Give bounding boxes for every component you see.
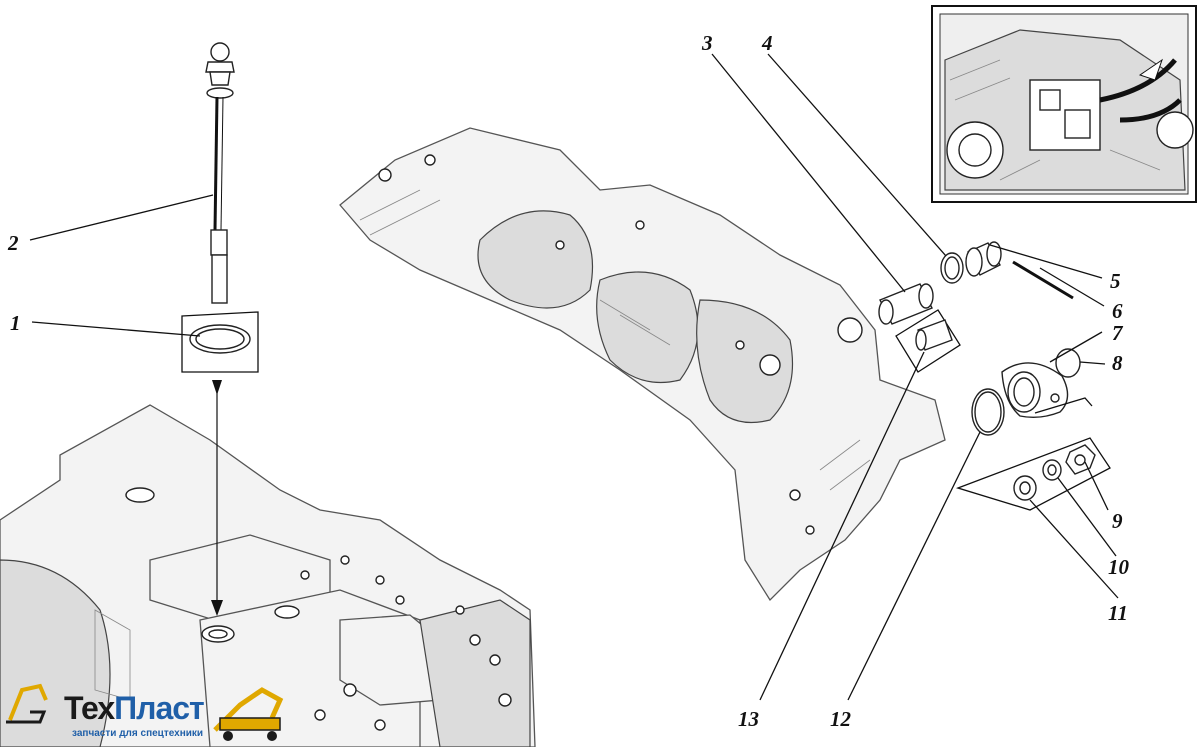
flange — [1001, 362, 1069, 419]
logo-name-part1: Тех — [64, 690, 115, 726]
threaded-fitting — [965, 241, 1002, 277]
excavator-logo-icon — [6, 683, 284, 741]
callout-12: 12 — [830, 707, 852, 731]
leader-lines — [29, 53, 1119, 701]
callout-labels: 1 2 3 4 5 6 7 8 9 10 11 12 13 — [7, 31, 1130, 731]
flange-bracket — [1034, 397, 1093, 414]
callout-5: 5 — [1110, 269, 1121, 293]
bushing-frame — [895, 309, 961, 373]
callout-10: 10 — [1108, 555, 1130, 579]
transmission-housing — [339, 127, 946, 602]
o-ring-12-inner — [974, 391, 1002, 433]
pin — [1012, 260, 1074, 300]
callout-6: 6 — [1112, 299, 1123, 323]
hydraulic-lift-housing — [0, 404, 536, 747]
callout-3: 3 — [701, 31, 713, 55]
bushing-sleeve — [878, 283, 934, 325]
inset-view — [931, 5, 1197, 203]
o-ring-small-inner — [944, 256, 960, 280]
logo-name-part2: Пласт — [114, 690, 205, 726]
callout-9: 9 — [1112, 509, 1123, 533]
callout-13: 13 — [738, 707, 759, 731]
callout-11: 11 — [1108, 601, 1128, 625]
dipstick — [205, 42, 235, 304]
callout-8: 8 — [1112, 351, 1123, 375]
logo-tagline: запчасти для спецтехники — [72, 728, 204, 739]
logo-wordmark: ТехПласт — [64, 690, 205, 727]
callout-2: 2 — [7, 231, 19, 255]
callout-1: 1 — [10, 311, 21, 335]
seal-ring-frame — [181, 311, 259, 373]
o-ring-8 — [1055, 348, 1081, 378]
callout-4: 4 — [761, 31, 773, 55]
fastener-group — [955, 437, 1111, 511]
install-arrow — [211, 380, 223, 616]
callout-7: 7 — [1112, 321, 1124, 345]
